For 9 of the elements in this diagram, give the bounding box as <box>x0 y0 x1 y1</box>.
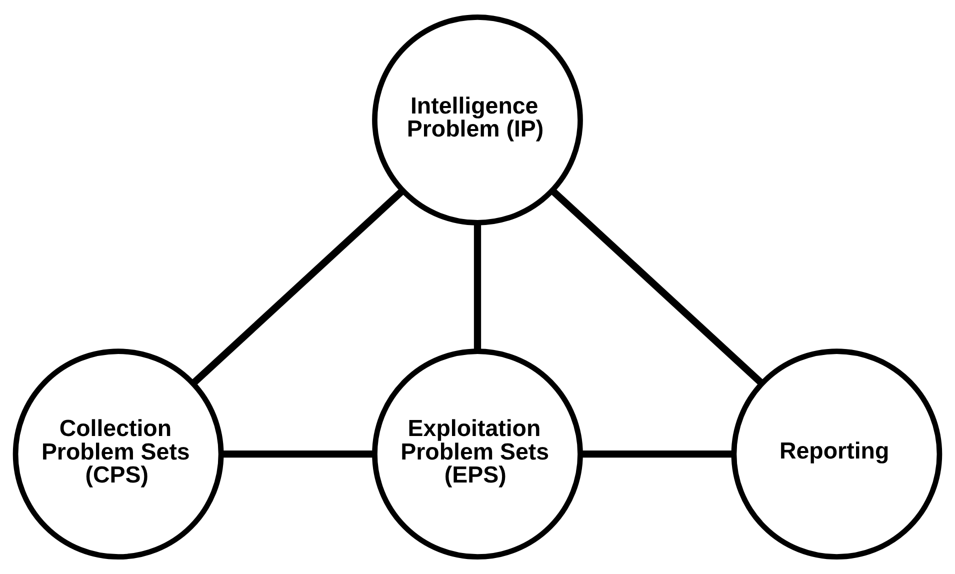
node-circle: Intelligence Problem (IP) <box>372 14 583 226</box>
connector <box>221 450 374 458</box>
connector <box>191 188 405 386</box>
connector <box>474 222 482 351</box>
node-circle: Collection Problem Sets (CPS) <box>12 348 224 560</box>
node-circle: Reporting <box>731 348 942 560</box>
connector <box>550 188 764 386</box>
node-circle: Exploitation Problem Sets (EPS) <box>372 348 583 560</box>
connector <box>580 450 734 458</box>
